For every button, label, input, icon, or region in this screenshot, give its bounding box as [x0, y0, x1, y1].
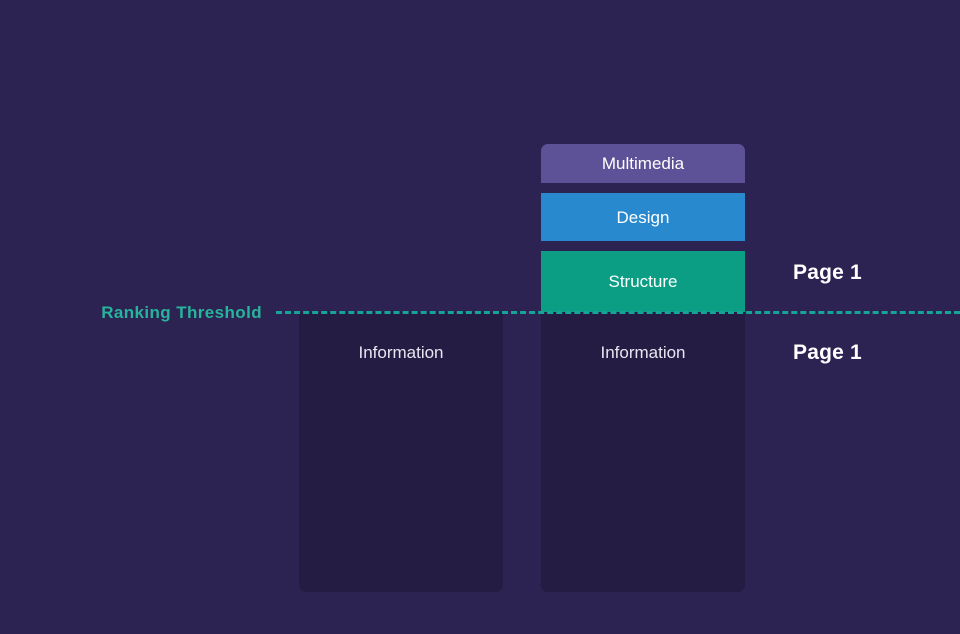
ranking-threshold-line — [276, 311, 960, 314]
block-multimedia[interactable]: Multimedia — [541, 144, 745, 183]
block-information-right[interactable]: Information — [541, 312, 745, 592]
block-label: Information — [600, 343, 686, 362]
block-label: Structure — [608, 272, 678, 291]
block-label: Design — [616, 207, 670, 227]
block-structure[interactable]: Structure — [541, 251, 745, 312]
page-marker-above-threshold: Page 1 — [793, 261, 862, 284]
block-design[interactable]: Design — [541, 193, 745, 241]
block-label: Multimedia — [601, 154, 685, 173]
block-information-left[interactable]: Information — [299, 312, 503, 592]
ranking-threshold-label: Ranking Threshold — [101, 303, 262, 322]
page-marker-below-threshold: Page 1 — [793, 341, 862, 364]
block-label: Information — [358, 343, 444, 362]
